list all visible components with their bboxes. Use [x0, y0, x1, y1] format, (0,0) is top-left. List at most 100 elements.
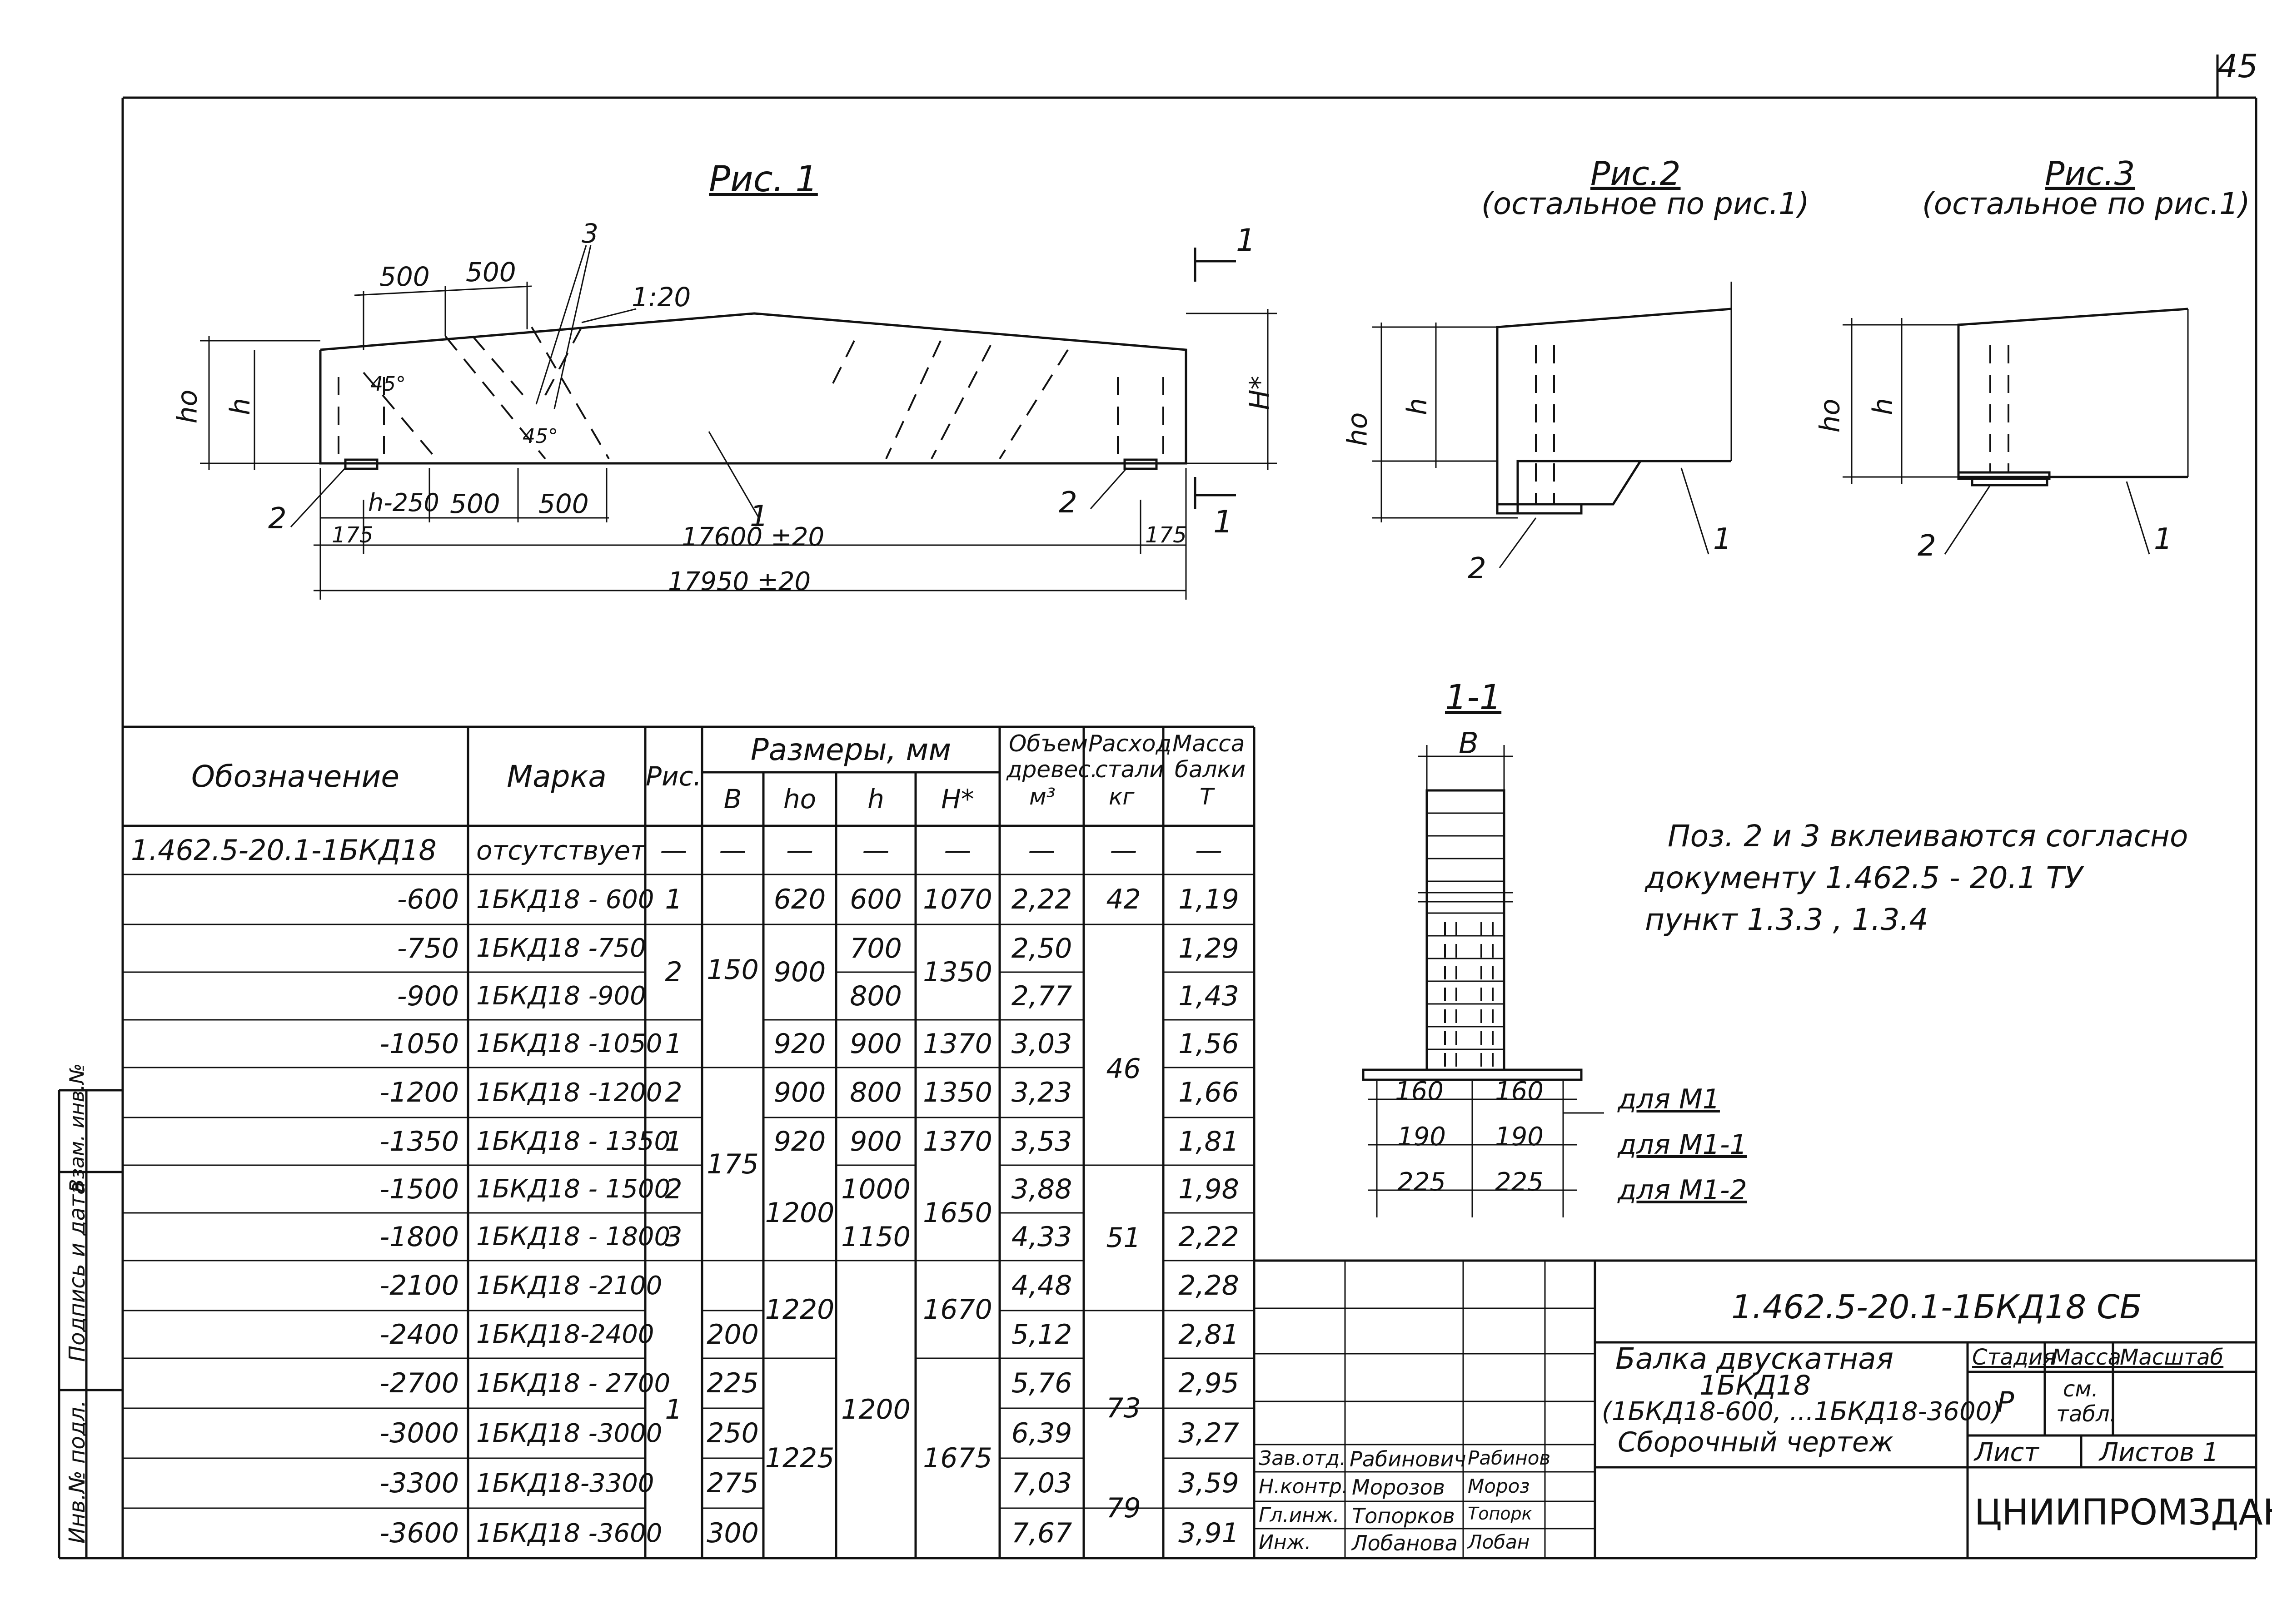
table-cell-h0: 620 — [773, 884, 826, 915]
fig3-subtitle: (остальное по рис.1) — [1922, 186, 2250, 221]
th-h0: hо — [783, 784, 817, 814]
table-cell-fig: 1 — [665, 1028, 683, 1060]
table-cell-hstar: — — [944, 834, 972, 866]
table-cell-volume: 2,22 — [1011, 884, 1072, 915]
fig2-h0: hо — [1341, 412, 1374, 447]
title-sheet-header: Лист — [1974, 1438, 2039, 1467]
table-cell-designation: -1800 — [379, 1221, 459, 1253]
note-line-3: пункт 1.3.3 , 1.3.4 — [1645, 902, 1928, 937]
table-cell-h0-merged: 900 — [773, 956, 826, 988]
fig1-dim-500d: 500 — [538, 488, 589, 519]
signer-signature: Рабинов — [1468, 1447, 1551, 1469]
signer-signature: Топорк — [1468, 1504, 1532, 1524]
sheet-number: 45 — [2217, 48, 2258, 85]
table-cell-mark: 1БКД18 - 1800 — [476, 1222, 671, 1252]
table-cell-volume: 3,53 — [1011, 1125, 1072, 1157]
table-cell-hstar-merged: 1650 — [923, 1197, 992, 1229]
table-cell-hstar: 1370 — [923, 1028, 992, 1060]
table-cell-h0: 920 — [773, 1125, 826, 1157]
table-cell-mark: 1БКД18-2400 — [476, 1320, 654, 1349]
table-cell-h0-merged: 1225 — [765, 1442, 835, 1474]
note-line-2: документу 1.462.5 - 20.1 ТУ — [1645, 860, 2083, 895]
fig1-callout-3: 3 — [582, 218, 598, 249]
section-label-m1-1: для М1-1 — [1618, 1129, 1747, 1161]
table-cell-designation: -1350 — [379, 1125, 459, 1157]
table-cell-mark: 1БКД18 -1050 — [476, 1029, 663, 1058]
section-label-m1-2: для М1-2 — [1618, 1174, 1747, 1206]
signer-name: Топорков — [1352, 1504, 1455, 1528]
table-cell-mass: 3,27 — [1178, 1417, 1239, 1449]
fig2-title: Рис.2 — [1590, 154, 1681, 193]
title-mass-1: см. — [2063, 1376, 2098, 1402]
fig3-pos-1: 1 — [2154, 522, 2172, 556]
section-label-m1: для М1 — [1618, 1083, 1720, 1115]
table-cell-volume: 2,77 — [1011, 980, 1072, 1012]
fig2-pos-2: 2 — [1468, 552, 1486, 586]
table-cell-steel: — — [1110, 834, 1137, 866]
table-cell-b-merged: 150 — [707, 954, 759, 986]
table-cell-h0: — — [786, 834, 813, 866]
table-cell-steel-merged: 79 — [1106, 1492, 1141, 1524]
table-cell-steel: 42 — [1106, 884, 1141, 915]
fig1-angle-2: 45° — [523, 425, 558, 448]
table-cell-volume: 3,03 — [1011, 1028, 1072, 1060]
th-h: h — [867, 784, 884, 814]
th-steel-3: кг — [1109, 784, 1135, 810]
table-cell-steel-merged: 73 — [1106, 1392, 1141, 1424]
title-name-2: 1БКД18 — [1699, 1370, 1811, 1401]
table-cell-steel-merged: 51 — [1106, 1222, 1141, 1254]
signer-name: Морозов — [1352, 1475, 1445, 1500]
fig1-pos-2a: 2 — [268, 502, 287, 536]
table-cell-mass: 2,81 — [1178, 1318, 1239, 1351]
table-cell-mark: 1БКД18 -900 — [476, 981, 646, 1011]
table-cell-volume: 6,39 — [1011, 1417, 1072, 1449]
table-cell-steel-merged: 46 — [1106, 1053, 1141, 1085]
table-cell-mass: 1,56 — [1178, 1028, 1239, 1060]
th-mass-2: балки — [1175, 756, 1246, 783]
signer-role: Гл.инж. — [1259, 1504, 1340, 1527]
section-dim-160a: 160 — [1395, 1077, 1444, 1106]
fig1-pos-1: 1 — [750, 500, 768, 533]
fig1-length-1: 17600 ±20 — [682, 522, 825, 552]
fig1-hstar: H* — [1244, 376, 1276, 410]
fig1-h0: hо — [171, 389, 204, 424]
table-cell-mark: 1БКД18 -2100 — [476, 1271, 663, 1301]
table-cell-volume: 5,12 — [1011, 1318, 1072, 1351]
fig1-dim-500b: 500 — [466, 257, 516, 288]
th-dims: Размеры, мм — [750, 732, 952, 767]
side-stamp-inv: Инв.№ подл. — [65, 1400, 90, 1544]
table-cell-volume: 3,88 — [1011, 1173, 1072, 1205]
title-stage-header: Стадия — [1972, 1345, 2056, 1370]
signer-name: Рабинович — [1350, 1447, 1466, 1471]
table-cell-designation: -3000 — [379, 1417, 459, 1449]
table-cell-h0-merged: 1220 — [765, 1293, 835, 1326]
table-cell-fig: 2 — [665, 1173, 683, 1205]
table-cell-h: 1000 — [841, 1173, 911, 1205]
table-cell-hstar: 1350 — [923, 1077, 992, 1108]
section-dim-225a: 225 — [1397, 1167, 1446, 1197]
fig1-length-2: 17950 ±20 — [668, 567, 811, 596]
table-cell-h0: 900 — [773, 1077, 826, 1108]
th-fig: Рис. — [646, 761, 702, 792]
table-cell-b: — — [719, 834, 747, 866]
th-steel-1: Расход — [1088, 730, 1172, 757]
title-stage: Р — [1997, 1386, 2014, 1419]
th-b: В — [723, 784, 742, 814]
table-cell-fig: — — [660, 834, 688, 866]
table-cell-h0: 920 — [773, 1028, 826, 1060]
table-cell-mass: 1,66 — [1178, 1077, 1239, 1108]
table-cell-volume: 7,67 — [1011, 1517, 1072, 1549]
signer-role: Инж. — [1259, 1531, 1311, 1554]
table-cell-designation: -3600 — [379, 1517, 459, 1549]
table-cell-hstar-merged: 1675 — [923, 1442, 992, 1474]
title-name-3: (1БКД18-600, ...1БКД18-3600) — [1602, 1397, 2002, 1426]
table-cell-mass: 1,81 — [1178, 1125, 1239, 1157]
table-cell-fig-merged: 2 — [665, 956, 683, 988]
table-cell-designation: -1050 — [379, 1028, 459, 1060]
table-cell-h: 900 — [850, 1028, 902, 1060]
table-cell-volume: — — [1028, 834, 1056, 866]
th-mass-3: Т — [1200, 784, 1214, 810]
table-cell-volume: 4,48 — [1011, 1270, 1072, 1301]
fig3-h: h — [1867, 397, 1899, 416]
table-cell-mark: 1БКД18 - 1350 — [476, 1127, 671, 1156]
